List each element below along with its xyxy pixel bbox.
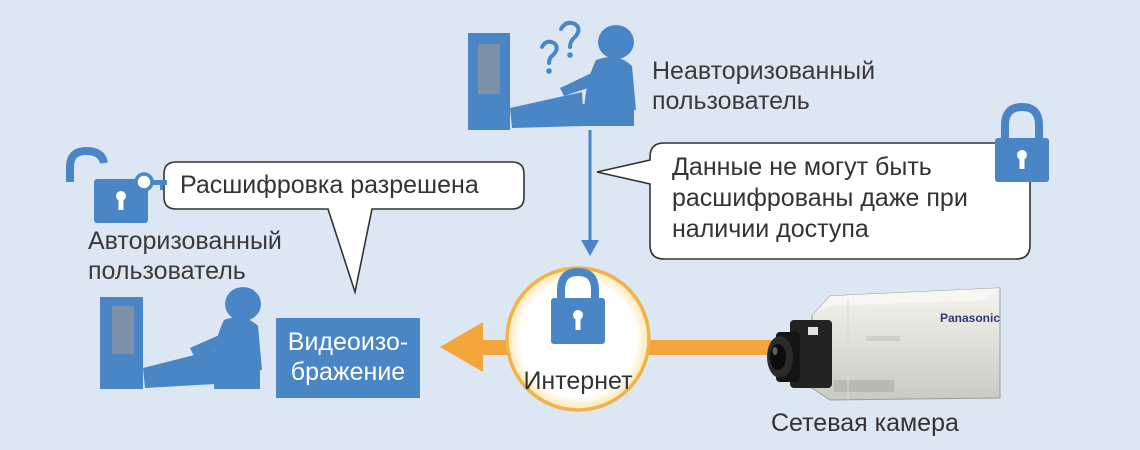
network-camera-icon: Panasonic xyxy=(767,287,1001,401)
unauthorized-user-icon xyxy=(468,25,636,130)
decryption-allowed-text: Расшифровка разрешена xyxy=(180,171,479,199)
camera-brand-text: Panasonic xyxy=(940,311,1000,325)
internet-label: Интернет xyxy=(523,367,633,395)
video-box-line1: Видеоизо- xyxy=(287,328,409,356)
cannot-decrypt-line3: наличии доступа xyxy=(672,215,869,243)
callout-decryption-allowed xyxy=(163,161,525,296)
cannot-decrypt-line1: Данные не могут быть xyxy=(672,153,932,181)
key-icon xyxy=(134,172,167,192)
authorized-user-icon xyxy=(100,287,262,389)
unlocked-padlock-icon xyxy=(66,146,148,223)
question-marks-icon xyxy=(540,20,581,65)
authorized-user-label-line2: пользователь xyxy=(88,257,246,285)
authorized-user-label-line1: Авторизованный xyxy=(88,227,282,255)
video-box xyxy=(276,318,420,398)
cannot-decrypt-line2: расшифрованы даже при xyxy=(672,184,968,212)
question-dots xyxy=(546,52,573,74)
blue-down-arrow xyxy=(581,130,599,256)
video-box-line2: бражение xyxy=(290,358,406,386)
internet-node xyxy=(505,266,651,412)
locked-padlock-icon xyxy=(995,102,1049,182)
unauthorized-user-label-line1: Неавторизованный xyxy=(652,57,876,85)
unauthorized-user-label-line2: пользователь xyxy=(652,87,810,115)
camera-label: Сетевая камера xyxy=(771,409,959,437)
